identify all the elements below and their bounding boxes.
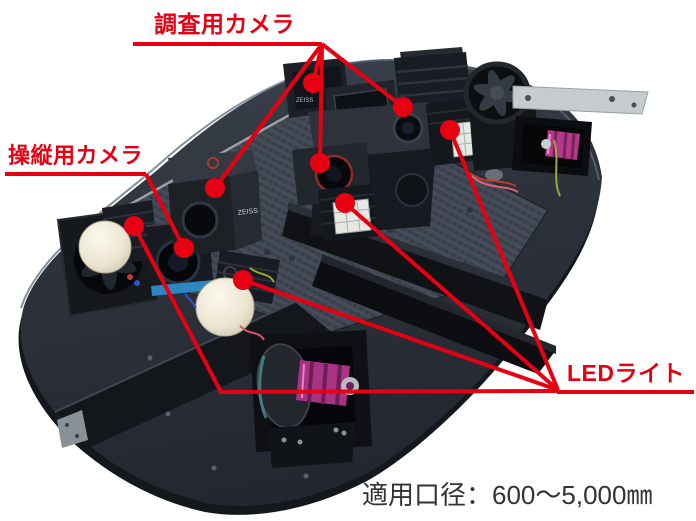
- led-dot-1: [440, 120, 460, 140]
- wire-blue: [134, 280, 140, 286]
- rear-bracket: [512, 85, 649, 115]
- led-dome: [78, 220, 132, 274]
- right-thruster: [512, 116, 592, 176]
- svg-text:ZEISS: ZEISS: [237, 208, 258, 217]
- led-line-3: [242, 278, 559, 392]
- survey-line-4: [213, 42, 324, 190]
- survey-line-3: [318, 43, 324, 164]
- pilot-dot: [174, 238, 194, 258]
- annotation-layer: [5, 42, 694, 395]
- survey-dot-2: [393, 97, 413, 117]
- survey-line-2: [320, 42, 405, 109]
- led-line-2: [343, 201, 560, 392]
- plate-hole: [485, 169, 503, 181]
- annotation-dots: [124, 73, 460, 290]
- survey-dot-3: [310, 153, 330, 173]
- wires: [184, 139, 561, 341]
- label-pilot-camera: 操縦用カメラ: [8, 143, 144, 168]
- led-dot-3: [233, 270, 253, 290]
- survey-dot-4: [205, 178, 225, 198]
- survey-dot-1: [303, 73, 323, 93]
- pilot-line: [144, 173, 186, 249]
- svg-text:ZEISS: ZEISS: [296, 98, 313, 104]
- led-line-4: [132, 225, 559, 395]
- led-line-1: [448, 129, 560, 391]
- label-survey-camera: 調査用カメラ: [154, 11, 295, 37]
- thruster-bracket: [268, 422, 356, 468]
- fin-tip-plate: [57, 410, 88, 448]
- wire-red: [127, 274, 133, 280]
- spec-text: 適用口径：600～5,000㎜: [362, 480, 653, 510]
- label-led-light: LEDライト: [567, 360, 685, 386]
- led-dot-2: [335, 193, 355, 213]
- led-dot-4: [124, 216, 144, 236]
- led-light-center: [318, 184, 378, 242]
